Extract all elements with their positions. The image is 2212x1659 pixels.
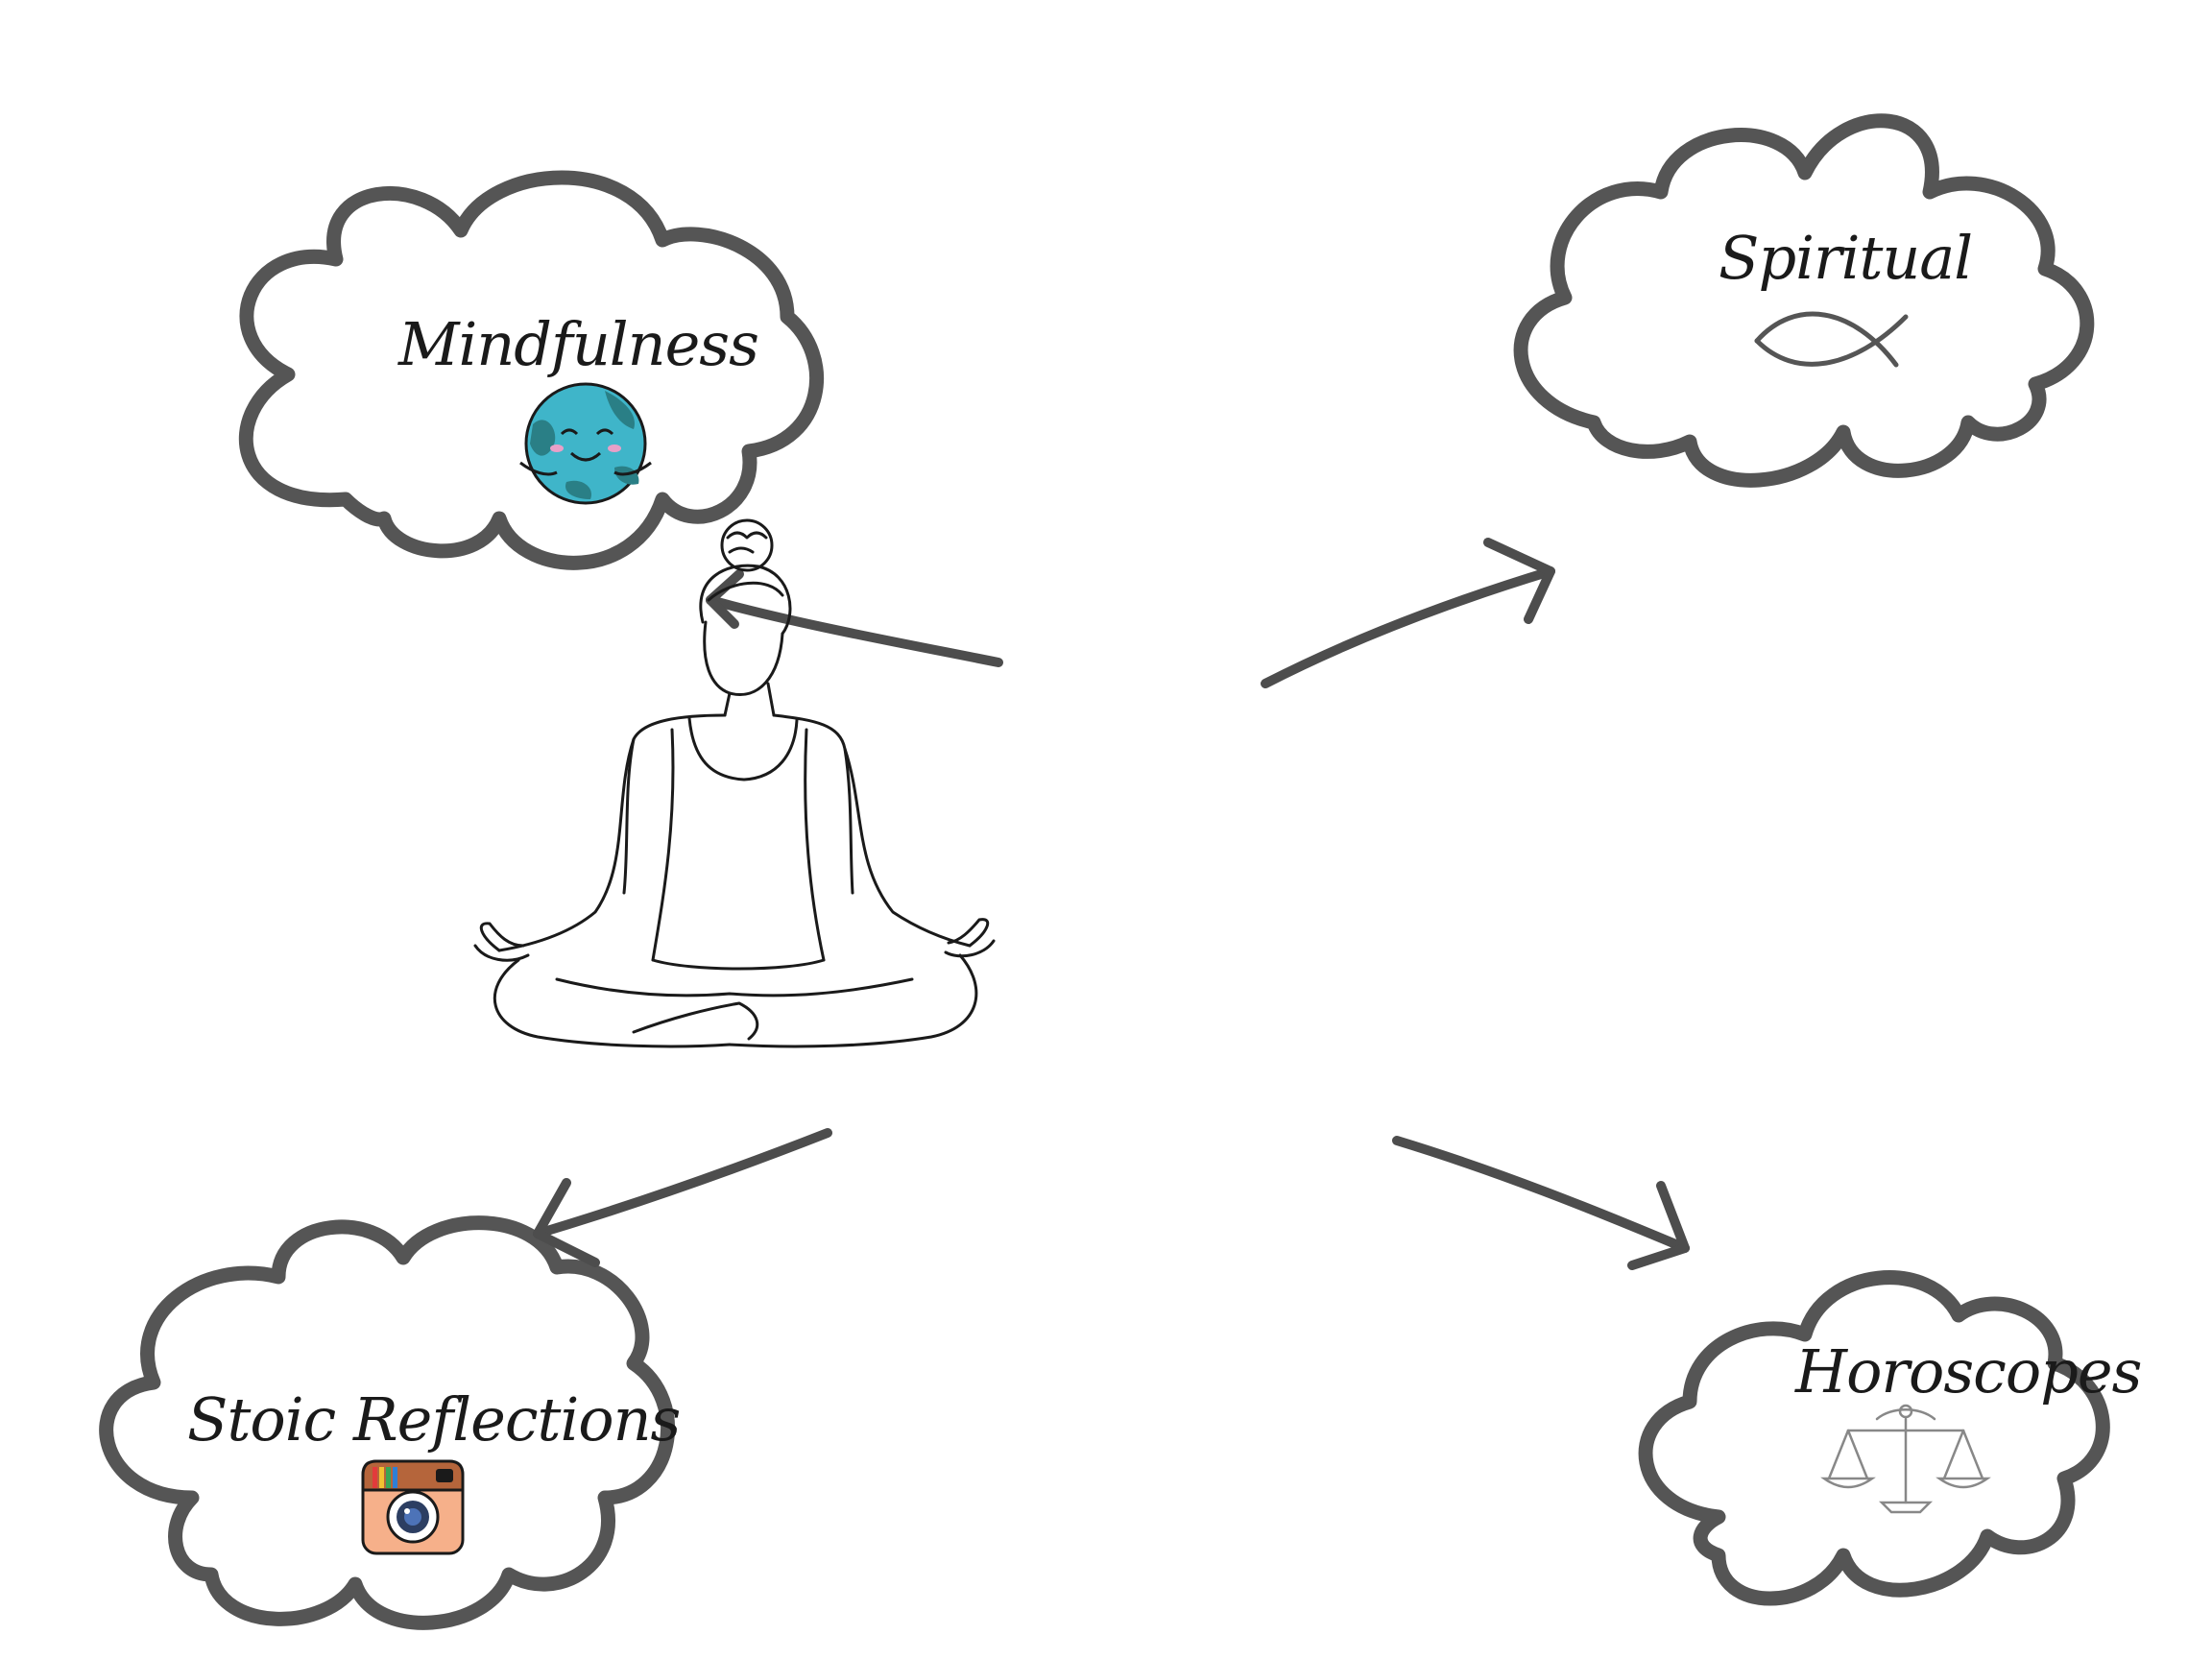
meditating-woman-icon [473,518,996,1048]
ichthys-fish-icon [1754,311,1909,368]
node-mindfulness: Mindfulness [238,170,824,570]
arrow-to-spiritual [1261,566,1555,688]
libra-scales-icon [1820,1404,1991,1514]
cloud-mindfulness [238,170,824,570]
node-horoscopes: Horoscopes [1638,1270,2142,1606]
edge-to-spiritual [1261,538,1555,688]
node-stoic: Stoic Reflections [99,1215,681,1630]
cloud-spiritual [1513,113,2095,488]
edge-to-stoic [533,1128,832,1267]
arrow-to-horoscopes [1392,1136,1690,1253]
arrowhead-horoscopes [1627,1181,1690,1270]
cloud-horoscopes [1638,1270,2110,1606]
edge-to-mindfulness [706,569,1003,667]
cloud-stoic [99,1215,675,1630]
instagram-camera-icon [361,1459,465,1555]
arrow-to-stoic [533,1128,832,1238]
label-mindfulness: Mindfulness [397,309,758,379]
smiling-earth-icon [519,382,652,505]
edge-to-horoscopes [1392,1136,1690,1270]
node-spiritual: Spiritual [1513,113,2095,488]
arrow-to-mindfulness [706,595,1003,667]
arrowhead-stoic [533,1178,600,1267]
label-spiritual: Spiritual [1719,223,1972,293]
label-horoscopes: Horoscopes [1794,1336,2141,1407]
label-stoic: Stoic Reflections [187,1384,680,1455]
arrowhead-spiritual [1483,538,1555,624]
